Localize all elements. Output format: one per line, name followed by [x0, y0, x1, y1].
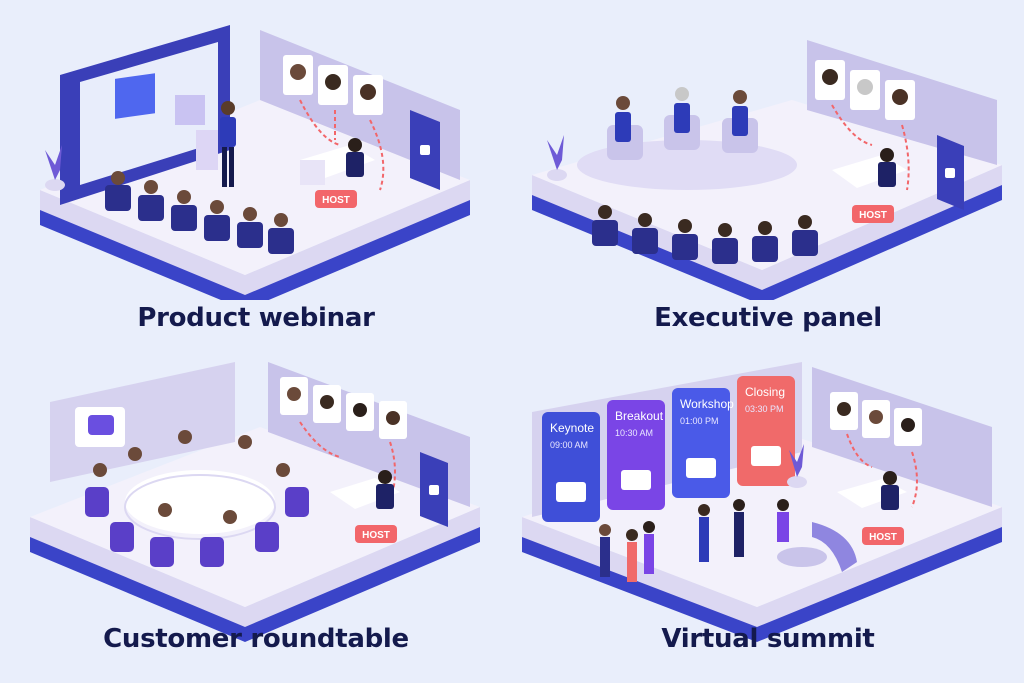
agenda-card-workshop[interactable]: Workshop 01:00 PM — [672, 388, 734, 498]
svg-text:HOST: HOST — [859, 210, 887, 221]
summit-illustration: Keynote 09:00 AM Breakout 10:30 AM Workshop 0… — [522, 362, 1002, 642]
host-badge — [355, 525, 397, 543]
scene-customer-roundtable[interactable]: HOST Customer roundtable — [0, 342, 512, 683]
scene-executive-panel[interactable]: HOST Executive panel — [512, 0, 1024, 341]
agenda-cards: Keynote 09:00 AM Breakout 10:30 AM Workshop 0… — [542, 376, 795, 522]
participant-tiles — [815, 60, 915, 120]
scene-virtual-summit[interactable]: Keynote 09:00 AM Breakout 10:30 AM Workshop 0… — [512, 342, 1024, 683]
play-icon — [686, 458, 716, 478]
agenda-card-keynote[interactable]: Keynote 09:00 AM — [542, 412, 600, 522]
round-table — [125, 470, 275, 534]
agenda-card-title: Closing — [745, 385, 785, 399]
svg-text:HOST: HOST — [322, 195, 350, 206]
agenda-card-title: Breakout — [615, 409, 664, 423]
audience-seats — [592, 220, 818, 264]
scene-caption: Executive panel — [654, 303, 882, 333]
webinar-illustration: HOST — [40, 25, 470, 300]
participant-tiles — [280, 377, 407, 439]
audience-seats — [105, 185, 294, 254]
cube-icon — [115, 73, 155, 119]
star-icon — [751, 446, 781, 466]
agenda-card-time: 03:30 PM — [745, 404, 784, 414]
scene-caption: Product webinar — [137, 303, 375, 333]
svg-text:HOST: HOST — [869, 532, 897, 543]
agenda-card-time: 09:00 AM — [550, 440, 588, 450]
chat-icon — [88, 415, 114, 435]
plant-icon — [787, 476, 807, 488]
agenda-card-closing[interactable]: Closing 03:30 PM — [737, 376, 795, 486]
svg-text:HOST: HOST — [362, 530, 390, 541]
scene-caption: Customer roundtable — [103, 624, 409, 654]
scene-caption: Virtual summit — [661, 624, 875, 654]
agenda-card-time: 01:00 PM — [680, 416, 719, 426]
presenter-avatar — [221, 101, 235, 115]
agenda-card-title: Workshop — [680, 397, 734, 411]
attendees — [599, 499, 745, 582]
host-badge — [862, 527, 904, 545]
host-badge — [852, 205, 894, 223]
agenda-card-title: Keynote — [550, 421, 594, 435]
participant-tiles — [830, 392, 922, 446]
roundtable-chairs — [85, 487, 309, 567]
participant-tiles — [283, 55, 383, 115]
roundtable-illustration: HOST — [30, 362, 480, 642]
scene-product-webinar[interactable]: HOST Product webinar — [0, 0, 512, 341]
panel-illustration: HOST — [532, 40, 1002, 300]
host-badge — [315, 190, 357, 208]
group-icon — [621, 470, 651, 490]
plant-icon — [45, 179, 65, 191]
person-icon — [556, 482, 586, 502]
chart-icon — [175, 95, 205, 125]
agenda-card-breakout[interactable]: Breakout 10:30 AM — [607, 400, 665, 510]
agenda-card-time: 10:30 AM — [615, 428, 653, 438]
